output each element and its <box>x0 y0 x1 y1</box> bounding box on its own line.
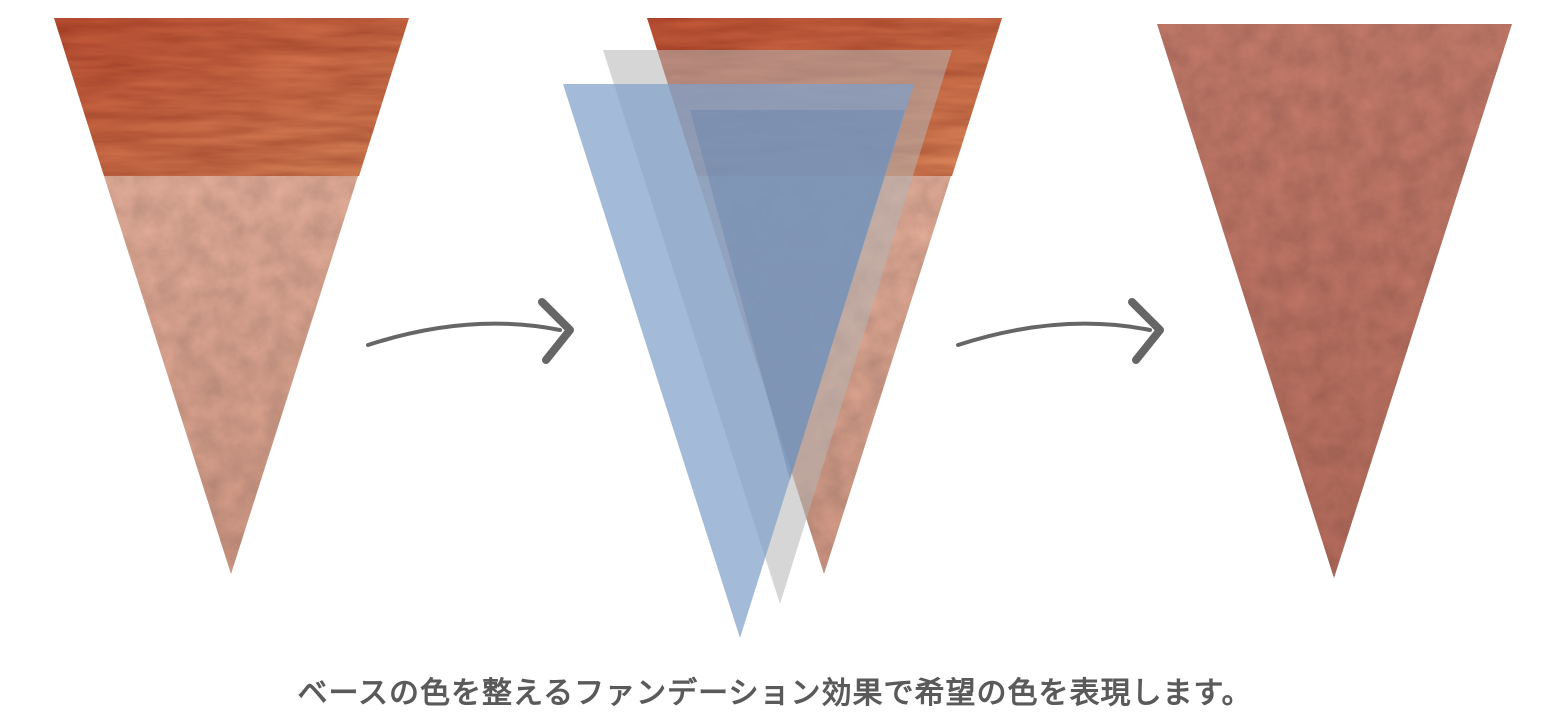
caption: ベースの色を整えるファンデーション効果で希望の色を表現します。 <box>297 676 1253 711</box>
curved-arrow-right-icon <box>956 298 1164 364</box>
blended-overlay-region <box>690 110 905 480</box>
result-region <box>1157 24 1512 578</box>
foundation-diagram <box>54 18 1512 638</box>
curved-arrow-right-icon <box>366 298 574 364</box>
base-color-triangle <box>54 18 409 574</box>
base-band-region <box>54 18 409 176</box>
result-color-triangle <box>1157 24 1512 578</box>
layering-triangle-group <box>563 18 1002 638</box>
base-skin-region <box>104 176 358 574</box>
blue-overlay-triangle <box>563 84 914 638</box>
